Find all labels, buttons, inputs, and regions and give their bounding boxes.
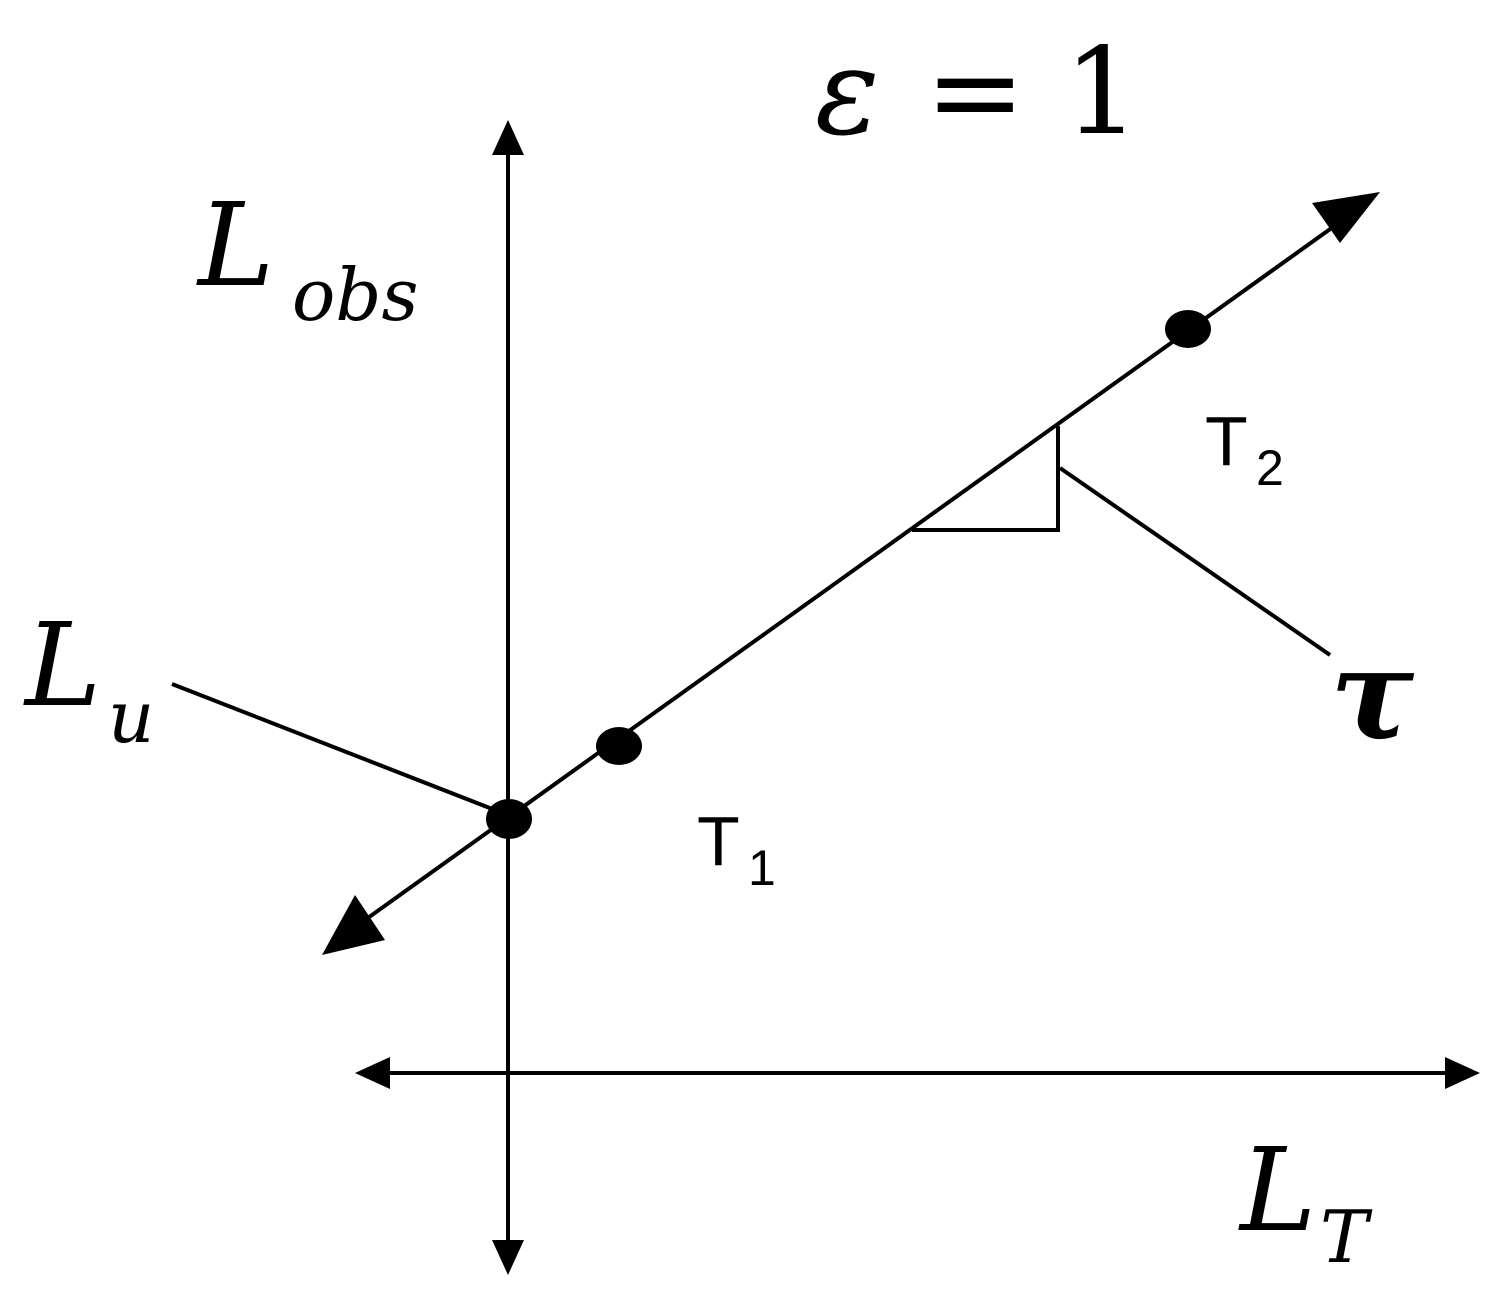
line-arrow-upper-icon <box>1312 192 1380 243</box>
point-t2-label: T 2 <box>1205 402 1284 496</box>
y-axis-label-sub: obs <box>292 253 418 337</box>
line-arrow-lower-icon <box>322 895 385 955</box>
point-t2-label-main: T <box>1205 402 1248 480</box>
y-axis <box>492 120 524 1275</box>
point-t1 <box>596 727 642 765</box>
y-axis-arrow-up-icon <box>492 120 524 155</box>
intercept-leader-line <box>171 682 501 814</box>
y-axis-label-main: L <box>196 179 274 313</box>
point-t2 <box>1165 310 1211 348</box>
slope-label: τ <box>1330 622 1415 768</box>
point-t1-label: T 1 <box>697 802 776 896</box>
slope-leader-line <box>1058 466 1332 657</box>
x-axis-arrow-left-icon <box>355 1057 390 1089</box>
y-axis-label: L obs <box>196 179 418 337</box>
y-axis-arrow-down-icon <box>492 1240 524 1275</box>
point-t1-label-main: T <box>697 802 740 880</box>
x-axis-label: L T <box>1238 1124 1373 1279</box>
intercept-label: L u <box>23 599 154 759</box>
x-axis-label-sub: T <box>1320 1195 1373 1279</box>
point-t2-label-sub: 2 <box>1256 440 1284 496</box>
regression-line <box>322 192 1380 955</box>
intercept-point <box>486 799 532 839</box>
intercept-label-main: L <box>23 599 101 733</box>
point-t1-label-sub: 1 <box>748 840 776 896</box>
x-axis-label-main: L <box>1238 1124 1316 1258</box>
intercept-label-sub: u <box>108 675 154 759</box>
title-epsilon: ε <box>815 23 879 162</box>
title-equals-one: = 1 <box>925 23 1140 162</box>
slope-triangle <box>912 426 1060 532</box>
x-axis-arrow-right-icon <box>1445 1057 1480 1089</box>
x-axis <box>355 1057 1480 1089</box>
